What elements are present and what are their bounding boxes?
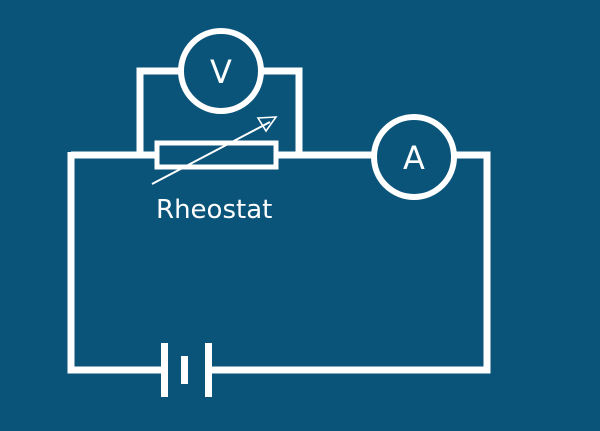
battery-plate-1 [161, 343, 168, 397]
ammeter-symbol: A [403, 139, 425, 177]
voltmeter: V [178, 28, 264, 114]
ammeter: A [371, 114, 457, 200]
right-wire [210, 151, 491, 374]
rheostat-arrow-head [256, 116, 278, 133]
rheostat-body [154, 140, 279, 170]
rheostat-arrow-line [151, 121, 271, 185]
battery-plate-3 [205, 343, 212, 397]
voltmeter-circle [178, 28, 264, 114]
ammeter-circle [371, 114, 457, 200]
battery-plate-2 [181, 356, 188, 384]
rheostat-label: Rheostat [156, 195, 272, 225]
left-wire [67, 152, 165, 374]
rheostat [151, 116, 279, 185]
battery-icon [161, 343, 212, 397]
voltmeter-symbol: V [210, 53, 232, 91]
voltmeter-branch-wire [136, 67, 303, 155]
